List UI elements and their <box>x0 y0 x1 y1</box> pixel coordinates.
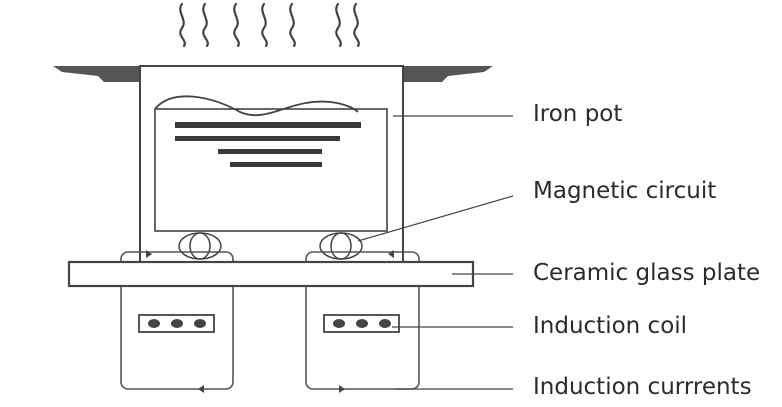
pot-handle-right <box>403 66 493 82</box>
leader-magnetic-circuit <box>357 195 514 242</box>
label-iron-pot: Iron pot <box>533 101 623 127</box>
current-arrow-icon <box>146 250 152 258</box>
pot-handle-left <box>53 66 140 82</box>
current-arrow-icon <box>339 385 345 393</box>
ceramic-glass-plate <box>67 260 475 288</box>
induction-coil-right <box>323 314 400 333</box>
food-surface <box>154 95 359 117</box>
label-induction-coil: Induction coil <box>533 313 688 339</box>
current-arrow-icon <box>198 385 204 393</box>
coil-housing-left <box>120 251 234 390</box>
pot-contents <box>154 108 388 232</box>
magnetic-loop-right <box>319 232 363 260</box>
label-magnetic-circuit: Magnetic circuit <box>533 178 717 204</box>
label-ceramic-glass-plate: Ceramic glass plate <box>533 260 761 286</box>
coil-housing-right <box>305 251 420 390</box>
steam-icon <box>179 2 360 48</box>
label-induction-currents: Induction currrents <box>533 374 752 400</box>
magnetic-loop-left <box>178 232 222 260</box>
induction-coil-left <box>138 314 215 333</box>
current-arrow-icon <box>388 250 394 258</box>
